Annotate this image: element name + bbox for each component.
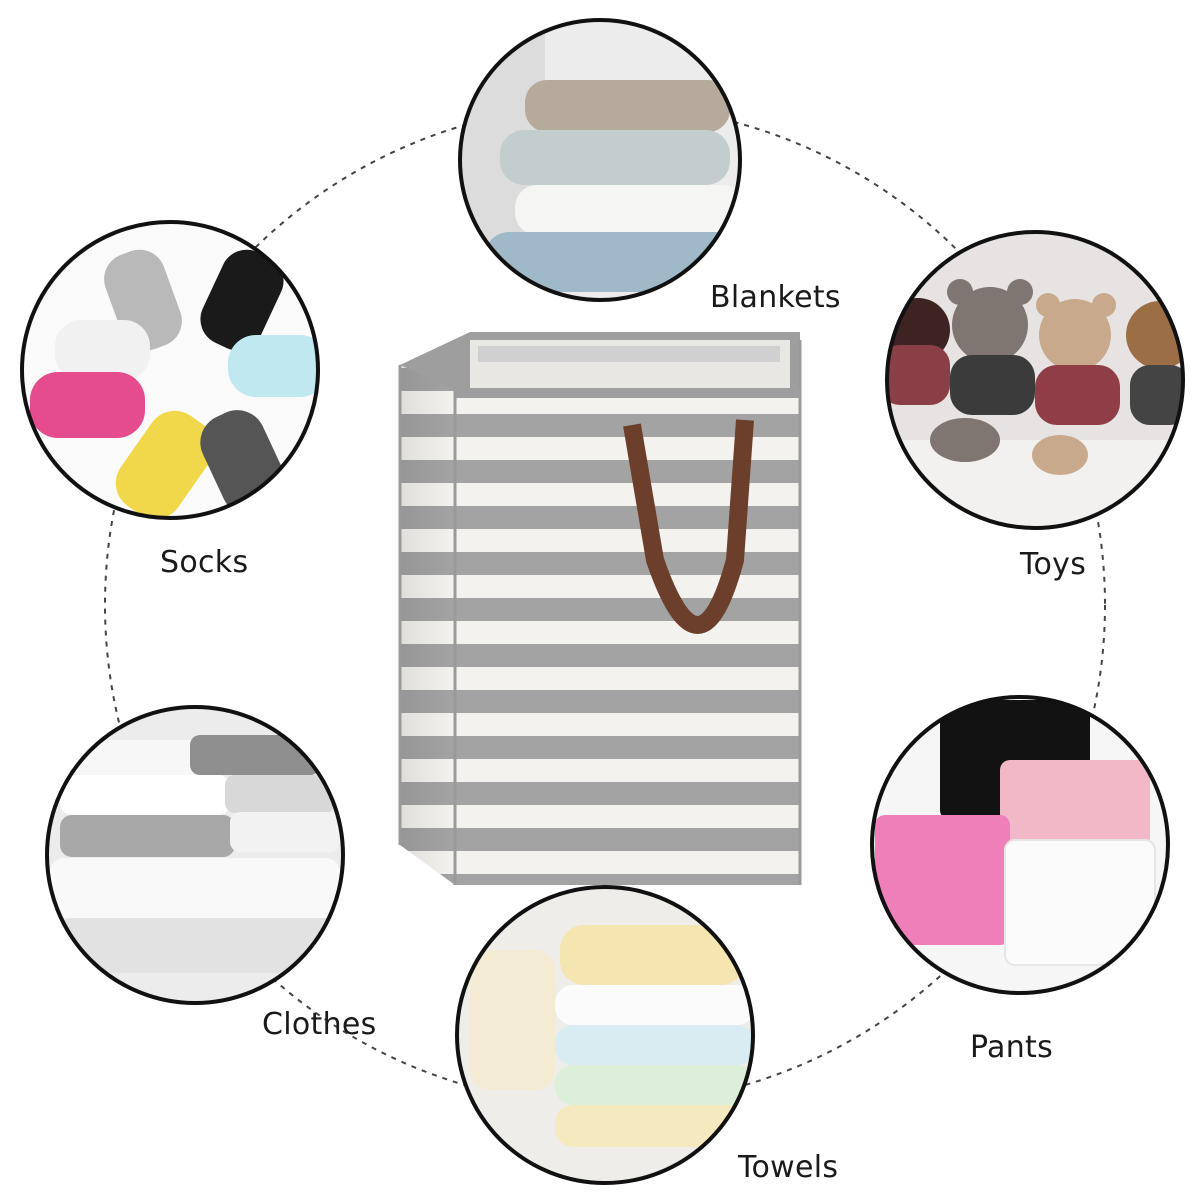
towels-photo [455, 885, 755, 1185]
toys-ring [885, 230, 1185, 530]
toys-photo [885, 230, 1185, 530]
handle [623, 419, 754, 634]
blankets-ring [458, 18, 742, 302]
socks-ring [20, 220, 320, 520]
label-towels: Towels [738, 1150, 839, 1185]
label-toys: Toys [1020, 547, 1087, 582]
clothes-ring [45, 705, 345, 1005]
laundry-basket [398, 332, 802, 885]
towels-ring [455, 885, 755, 1185]
clothes-photo [45, 705, 345, 1005]
pants-ring [870, 695, 1170, 995]
label-socks: Socks [160, 545, 249, 580]
pants-photo [870, 695, 1170, 995]
label-pants: Pants [970, 1030, 1054, 1065]
socks-photo [20, 220, 320, 520]
blankets-photo [458, 18, 742, 302]
label-blankets: Blankets [710, 280, 841, 315]
label-clothes: Clothes [262, 1007, 377, 1042]
